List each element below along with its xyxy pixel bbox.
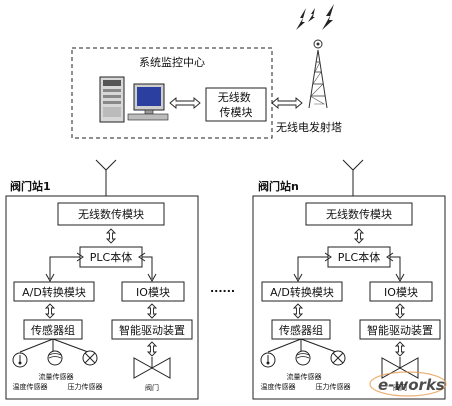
- station-n-flow-sensor-icon: [295, 350, 311, 366]
- station-n-ad-module-box: [261, 281, 343, 302]
- station-1: 阀门站1 无线数传模块 PLC本体 A/D转换模块 IO模块 传感器组 智能驱动…: [5, 159, 199, 400]
- station-1-flow-sensor-label: 流量传感器: [39, 372, 74, 381]
- station-n: 阀门站n 无线数传模块 PLC本体 A/D转换模块 IO模块 传感器组 智能驱动…: [252, 159, 446, 400]
- station-n-plc-label: PLC本体: [338, 250, 380, 264]
- station-1-pressure-sensor-icon: [82, 350, 98, 366]
- station-1-title: 阀门站1: [10, 179, 51, 193]
- center-link-arrow: [169, 97, 201, 109]
- lightning-icon: [296, 4, 334, 30]
- monitoring-center-title: 系统监控中心: [139, 55, 205, 69]
- station-1-plc-label: PLC本体: [90, 250, 132, 264]
- station-1-plc-right-branch: [142, 256, 153, 279]
- station-n-flow-sensor-label: 流量传感器: [287, 372, 322, 381]
- station-1-valve-label: 阀门: [145, 383, 159, 392]
- station-n-title: 阀门站n: [258, 179, 299, 193]
- radio-tower-icon: [308, 39, 328, 109]
- station-n-temperature-sensor-icon: [260, 352, 276, 368]
- station-n-wireless-module-box: [305, 202, 413, 226]
- station-1-plc-left-branch: [49, 256, 80, 279]
- station-n-pressure-sensor-icon: [330, 350, 346, 366]
- station-n-plc-left-branch: [297, 256, 328, 279]
- station-n-antenna-icon: [342, 159, 364, 197]
- station-n-drive-label: 智能驱动装置: [367, 323, 433, 337]
- center-tower-arrow: [271, 97, 303, 109]
- station-1-temperature-sensor-label: 温度传感器: [13, 382, 48, 391]
- station-n-valve-label: 阀门: [393, 383, 407, 392]
- station-n-io-module-label: IO模块: [384, 286, 418, 299]
- station-1-io-module-box: [121, 281, 185, 302]
- station-1-drive-label: 智能驱动装置: [119, 323, 185, 337]
- station-1-ad-module-label: A/D转换模块: [22, 285, 86, 299]
- station-1-flow-sensor-icon: [47, 350, 63, 366]
- station-n-sensor-group-label: 传感器组: [279, 323, 323, 337]
- stations-ellipsis: ......: [210, 282, 235, 295]
- station-1-temperature-sensor-icon: [12, 352, 28, 368]
- station-n-plc-right-branch: [390, 256, 401, 279]
- watermark-text: e-works: [378, 376, 445, 394]
- station-1-ad-module-box: [13, 281, 95, 302]
- station-1-wireless-module-box: [57, 202, 165, 226]
- server-icon: [99, 76, 125, 123]
- station-n-ad-module-label: A/D转换模块: [270, 285, 334, 299]
- station-1-antenna-icon: [95, 159, 117, 197]
- station-1-pressure-sensor-label: 压力传感器: [68, 382, 103, 391]
- tower-label: 无线电发射塔: [276, 120, 342, 134]
- station-1-io-module-label: IO模块: [136, 286, 170, 299]
- e-works-watermark-logo: e-works: [369, 371, 447, 397]
- station-1-sensor-group-label: 传感器组: [31, 323, 75, 337]
- station-n-drive-box: [359, 319, 441, 340]
- station-n-wireless-module-label: 无线数传模块: [326, 207, 392, 221]
- monitoring-center: 系统监控中心 无线数 传模块: [71, 47, 273, 139]
- station-n-io-module-box: [369, 281, 433, 302]
- monitor-icon: [127, 83, 169, 121]
- station-1-wireless-module-label: 无线数传模块: [78, 207, 144, 221]
- station-1-drive-box: [111, 319, 193, 340]
- center-wireless-module-box: [205, 87, 267, 122]
- station-n-temperature-sensor-label: 温度传感器: [261, 382, 296, 391]
- station-1-valve-icon: [133, 357, 171, 379]
- station-n-pressure-sensor-label: 压力传感器: [316, 382, 351, 391]
- monitoring-center-frame: [71, 47, 273, 139]
- center-wireless-module-label: 无线数 传模块: [218, 90, 255, 119]
